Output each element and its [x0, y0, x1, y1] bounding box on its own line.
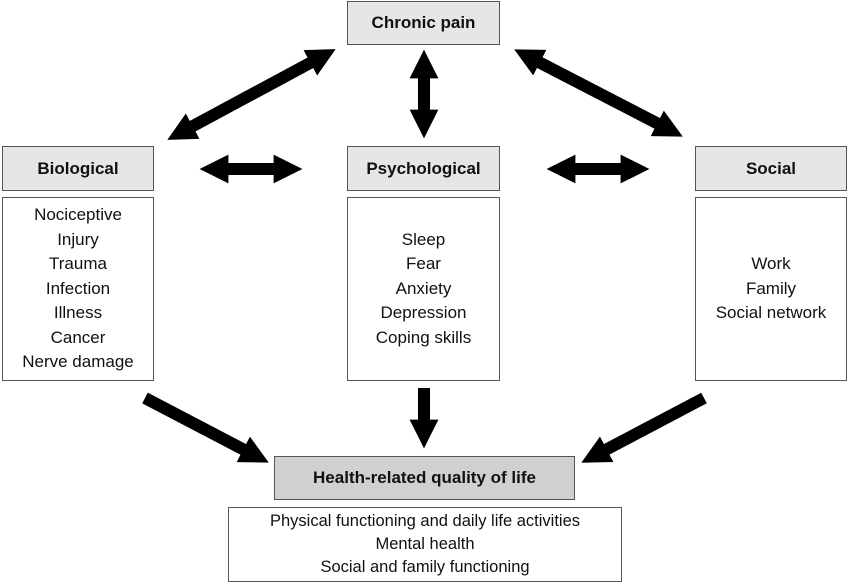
list-item: Social network — [715, 303, 827, 323]
psychological-header: Psychological — [347, 146, 500, 191]
list-item: Social and family functioning — [320, 558, 530, 576]
psychological-factors: Sleep Fear Anxiety Depression Coping ski… — [347, 197, 500, 381]
biological-factors: Nociceptive Injury Trauma Infection Illn… — [2, 197, 154, 381]
list-item: Family — [745, 278, 797, 298]
hrql-label: Health-related quality of life — [313, 468, 536, 487]
list-item: Cancer — [50, 327, 106, 347]
social-factors: Work Family Social network — [695, 197, 847, 381]
list-item: Physical functioning and daily life acti… — [270, 512, 580, 530]
list-item: Fear — [406, 254, 441, 274]
arrow-social-hrql — [581, 392, 707, 463]
list-item: Trauma — [49, 254, 107, 274]
biological-header: Biological — [2, 146, 154, 191]
social-label: Social — [745, 158, 797, 178]
list-item: Injury — [57, 229, 99, 249]
list-item: Illness — [53, 303, 103, 323]
hrql-header: Health-related quality of life — [274, 456, 575, 500]
list-item: Work — [751, 254, 791, 274]
psychological-label: Psychological — [366, 158, 481, 178]
list-item: Anxiety — [395, 278, 452, 298]
list-item: Nerve damage — [22, 352, 134, 372]
arrow-chronic-social — [514, 49, 683, 137]
list-item: Mental health — [375, 535, 475, 553]
hrql-outcomes: Physical functioning and daily life acti… — [228, 507, 622, 582]
chronic-pain-box: Chronic pain — [347, 1, 500, 45]
list-item: Infection — [45, 278, 111, 298]
arrow-chronic-biological — [167, 49, 336, 140]
list-item: Depression — [380, 303, 467, 323]
list-item: Sleep — [401, 229, 446, 249]
list-item: Nociceptive — [34, 205, 122, 225]
list-item: Coping skills — [375, 327, 472, 347]
biological-label: Biological — [37, 158, 119, 178]
chronic-pain-label: Chronic pain — [371, 13, 476, 32]
arrow-biological-hrql — [142, 392, 269, 463]
social-header: Social — [695, 146, 847, 191]
